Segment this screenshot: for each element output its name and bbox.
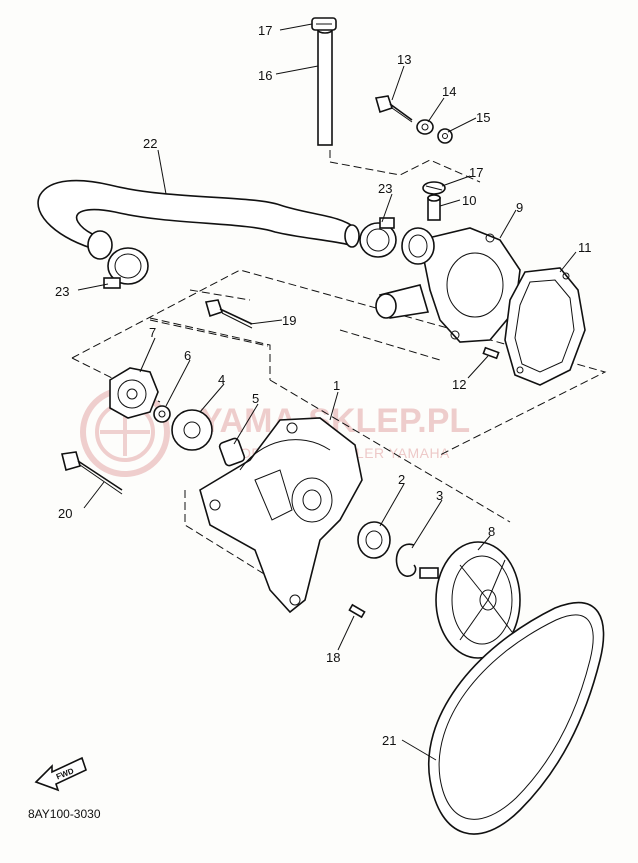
callout-8: 8 <box>488 524 495 539</box>
callout-23-right: 23 <box>378 181 392 196</box>
callout-15: 15 <box>476 110 490 125</box>
diagram-code: 8AY100-3030 <box>28 807 101 821</box>
callout-16: 16 <box>258 68 272 83</box>
part-bolt-19 <box>204 299 253 329</box>
callout-19: 19 <box>282 313 296 328</box>
callout-13: 13 <box>397 52 411 67</box>
part-belt-21 <box>428 602 605 835</box>
callout-14: 14 <box>442 84 456 99</box>
part-bolt-13 <box>374 95 413 123</box>
part-seal-6 <box>153 405 171 423</box>
part-pipe-16 <box>317 26 333 146</box>
part-pin-18 <box>348 603 366 619</box>
part-clamp-23-left <box>103 247 149 289</box>
part-bushing-5 <box>218 437 246 467</box>
callout-18: 18 <box>326 650 340 665</box>
callout-2: 2 <box>398 472 405 487</box>
callout-6: 6 <box>184 348 191 363</box>
part-clamp-17-small <box>422 181 446 195</box>
callout-23-left: 23 <box>55 284 69 299</box>
part-washer-14 <box>416 119 434 135</box>
part-gasket-11 <box>504 267 586 386</box>
callout-20: 20 <box>58 506 72 521</box>
part-bearing-2 <box>357 521 391 559</box>
part-mech-seal-4 <box>171 409 213 451</box>
callout-17-lower: 17 <box>469 165 483 180</box>
part-clamp-17 <box>311 17 337 31</box>
part-pin-12 <box>482 346 500 360</box>
part-impeller-7 <box>109 367 159 419</box>
callout-22: 22 <box>143 136 157 151</box>
callout-4: 4 <box>218 372 225 387</box>
part-circlip-3 <box>395 543 417 577</box>
part-clamp-23-right <box>359 217 397 258</box>
leader-lines <box>77 23 577 761</box>
part-pulley-8 <box>419 541 521 659</box>
callout-labels: 17 16 13 14 15 17 10 9 11 22 23 23 19 12… <box>55 23 592 748</box>
callout-1: 1 <box>333 378 340 393</box>
part-washer-15 <box>437 128 453 144</box>
part-hose-22 <box>37 179 360 260</box>
callout-9: 9 <box>516 200 523 215</box>
part-pump-cover-9 <box>375 227 521 343</box>
forward-arrow-icon: FWD <box>34 756 87 792</box>
assembly-guides <box>71 150 607 591</box>
callout-11: 11 <box>578 240 592 255</box>
part-fitting-10 <box>427 194 441 221</box>
callout-17: 17 <box>258 23 272 38</box>
part-pump-body-1 <box>199 417 363 614</box>
callout-10: 10 <box>462 193 476 208</box>
callout-3: 3 <box>436 488 443 503</box>
part-bolt-20 <box>61 451 123 495</box>
callout-7: 7 <box>149 325 156 340</box>
callout-21: 21 <box>382 733 396 748</box>
callout-12: 12 <box>452 377 466 392</box>
callout-5: 5 <box>252 391 259 406</box>
